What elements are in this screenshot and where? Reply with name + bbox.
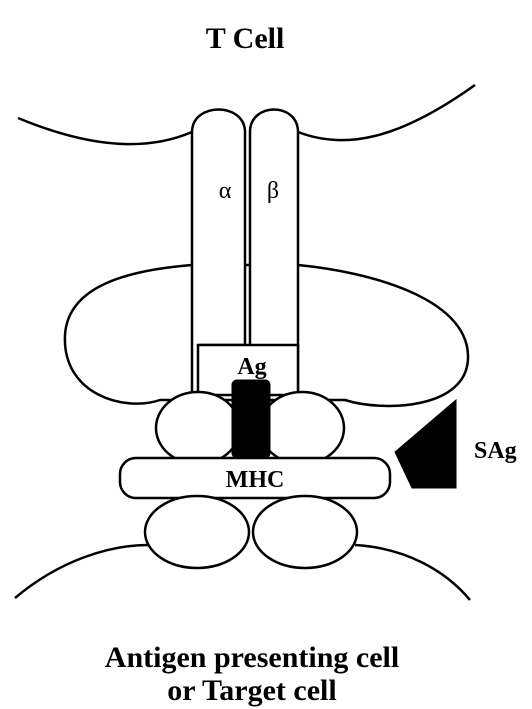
mhc-label: MHC: [226, 467, 285, 493]
t-cell-title: T Cell: [206, 22, 285, 55]
mhc-domain-right: [260, 392, 344, 464]
alpha-chain-label: α: [219, 178, 232, 204]
t-cell-membrane-right: [298, 85, 475, 140]
antigen-peptide: [232, 380, 270, 458]
apc-label-line1: Antigen presenting cell: [105, 641, 399, 674]
apc-membrane-right: [355, 545, 470, 600]
antigen-label: Ag: [237, 354, 266, 380]
beta-chain-label: β: [267, 178, 279, 204]
apc-membrane: [15, 545, 148, 598]
apc-label-line2: or Target cell: [167, 674, 336, 707]
superantigen: [395, 400, 456, 488]
mhc-lower-domain-right: [253, 496, 357, 568]
superantigen-label: SAg: [474, 438, 517, 464]
t-cell-membrane: [18, 118, 192, 144]
mhc-lower-domain-left: [145, 496, 249, 568]
mhc-domain-left: [156, 392, 240, 464]
